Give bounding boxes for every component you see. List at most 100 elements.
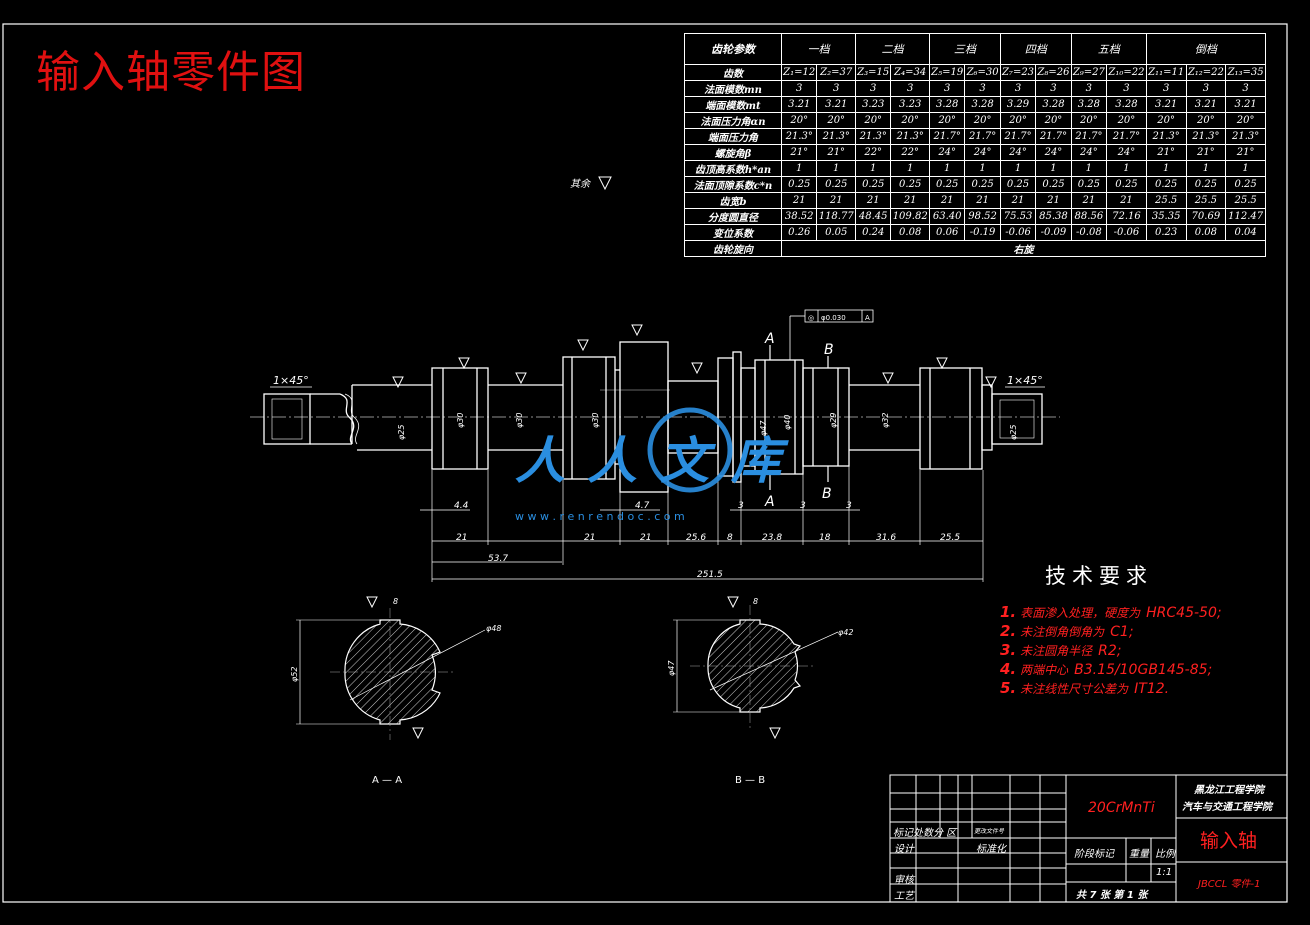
gear-table-cell: 3.28: [1035, 96, 1072, 113]
gear-table-cell: 3: [1106, 80, 1147, 97]
gear-table-cell: 20°: [816, 112, 856, 129]
diameter-text: φ32: [881, 413, 890, 428]
gear-table-cell: 0.25: [780, 176, 818, 193]
drawing-number-label: JBCCL 零件-1: [1198, 879, 1261, 890]
gear-table-cell: 109.82: [890, 208, 930, 225]
gear-table-cell: 21: [890, 192, 930, 209]
requirement-text: 表面渗入处理，硬度为: [1020, 606, 1141, 620]
bb-height-dim: φ47: [667, 660, 676, 676]
gear-table-cell: 20°: [1225, 112, 1266, 129]
watermark-text: 人人文库: [515, 432, 803, 490]
change-doc-label: 更改文件号: [974, 828, 1005, 835]
gear-table-cell: 0.25: [1035, 176, 1072, 193]
stage-mark-label: 阶段标记: [1074, 849, 1114, 860]
gear-table-cell: 3: [964, 80, 1001, 97]
aa-top-dim: 8: [393, 597, 398, 606]
gear-table-cell: 20°: [1185, 112, 1227, 129]
gear-table-cell: 21°: [1185, 144, 1227, 161]
gear-table-cell: 63.40: [928, 208, 966, 225]
college-label: 汽车与交通工程学院: [1182, 802, 1272, 813]
gear-table-cell: 21: [780, 192, 818, 209]
requirement-value: IT12.: [1134, 681, 1170, 697]
scale-label: 比例: [1155, 849, 1175, 860]
requirement-text: 未注倒角倒角为: [1020, 625, 1105, 639]
bb-top-dim: 8: [753, 597, 758, 606]
gear-table-cell: 20°: [1070, 112, 1108, 129]
gear-table-cell: 1: [816, 160, 856, 177]
gear-table-cell: -0.06: [999, 224, 1037, 241]
material-label: 20CrMnTi: [1088, 800, 1155, 816]
section-bb-label: B — B: [735, 775, 765, 786]
gear-row-label: 齿宽b: [684, 192, 782, 209]
gear-table-cell: 21.3°: [780, 128, 818, 145]
gear-table-cell: 0.06: [928, 224, 966, 241]
bb-outer-dim: φ42: [838, 628, 853, 637]
requirement-number: 3.: [1000, 641, 1017, 659]
gear-row-label: 端面模数mt: [684, 96, 782, 113]
gear-table-cell: 0.25: [1070, 176, 1108, 193]
gear-table-cell: 85.38: [1035, 208, 1072, 225]
gear-column-header: 五档: [1070, 33, 1147, 65]
title-block-lines: [889, 774, 1288, 903]
gear-table-cell: 20°: [1106, 112, 1147, 129]
dim-text: 18: [819, 533, 831, 543]
requirement-text: 未注圆角半径: [1020, 644, 1093, 658]
gear-row-label: 法面顶隙系数c*n: [684, 176, 782, 193]
gear-table-cell: 48.45: [854, 208, 892, 225]
gear-table-cell: 3.28: [928, 96, 966, 113]
dim-text: 53.7: [488, 554, 508, 564]
mark-zone-label: 标记处数分 区: [893, 828, 957, 839]
gear-table-cell: 20°: [780, 112, 818, 129]
gear-table-cell: 0.25: [1106, 176, 1147, 193]
requirement-text: 未注线性尺寸公差为: [1020, 682, 1129, 696]
gear-table-cell: 21.7°: [999, 128, 1037, 145]
gear-table-cell: 0.04: [1225, 224, 1266, 241]
section-label-b-top: B: [824, 342, 834, 358]
gear-table-cell: 1: [890, 160, 930, 177]
gear-table-cell: 0.08: [890, 224, 930, 241]
dim-text: 3: [738, 501, 744, 511]
diameter-text: φ47: [759, 420, 768, 436]
gear-table-cell: 3: [1225, 80, 1266, 97]
gear-table-cell: 1: [964, 160, 1001, 177]
section-aa-label: A — A: [372, 775, 402, 786]
gear-table-cell: 24°: [999, 144, 1037, 161]
gear-table-cell: 72.16: [1106, 208, 1147, 225]
gear-row-label: 螺旋角β: [684, 144, 782, 161]
section-label-a-bottom: A: [764, 494, 775, 510]
diameter-text: φ25: [1009, 425, 1018, 440]
aa-height-dim: φ52: [290, 667, 299, 682]
gear-column-header: 二档: [854, 33, 930, 65]
gear-row-label: 分度圆直径: [684, 208, 782, 225]
gear-table-cell: 3: [780, 80, 818, 97]
review-label: 审核: [894, 875, 914, 886]
tech-requirements-title: 技术要求: [1045, 564, 1153, 588]
gear-row-label: 法面模数mn: [684, 80, 782, 97]
gear-column-header: 一档: [781, 33, 856, 65]
gear-table-cell: Z₅=19: [928, 64, 966, 81]
gear-table-cell: 0.08: [1185, 224, 1227, 241]
gear-table-cell: 0.25: [1145, 176, 1187, 193]
requirement-value: HRC45-50;: [1146, 605, 1222, 621]
section-markers: [769, 345, 829, 490]
gear-table-cell: 1: [1225, 160, 1266, 177]
design-label: 设计: [894, 844, 914, 855]
tolerance-datum: A: [865, 314, 870, 322]
gear-table-cell: 0.05: [816, 224, 856, 241]
gear-row-label: 齿顶高系数h*an: [684, 160, 782, 177]
gear-table-cell: 1: [1185, 160, 1227, 177]
gear-table-cell: 21.3°: [854, 128, 892, 145]
standardize-label: 标准化: [976, 844, 1006, 855]
diameter-text: φ30: [591, 413, 600, 428]
gear-table-cell: 3.21: [816, 96, 856, 113]
gear-table-cell: Z₈=26: [1035, 64, 1072, 81]
gear-table-cell: 3.21: [1145, 96, 1187, 113]
section-label-b-bottom: B: [822, 486, 832, 502]
dimension-texts: 4.4 21 53.7 21 21 4.7 25.6 8 23.8 18 31.…: [454, 501, 960, 580]
gear-table-cell: 0.25: [816, 176, 856, 193]
